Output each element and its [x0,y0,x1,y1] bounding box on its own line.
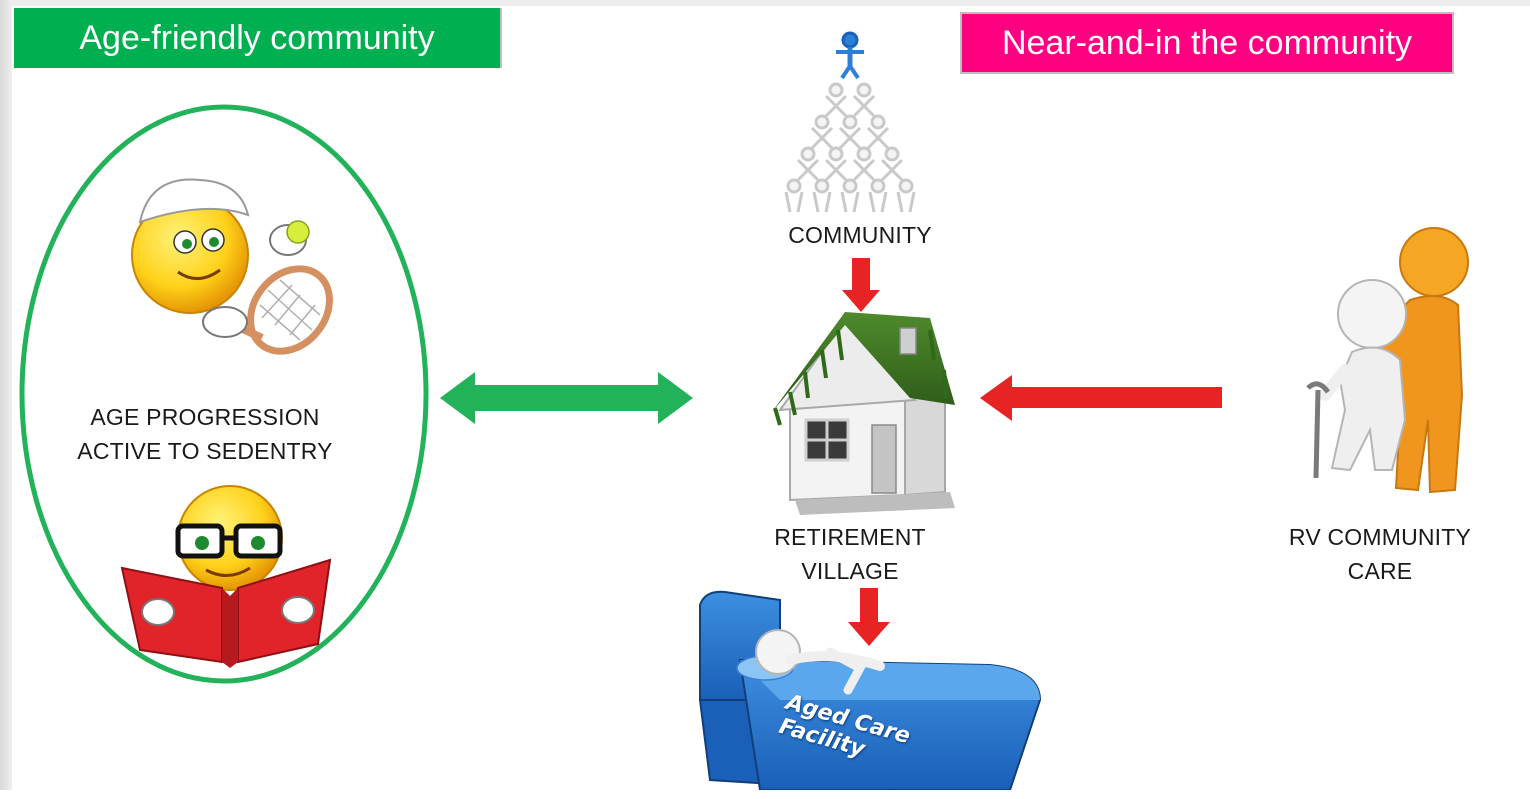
village-agedcare-arrow [848,588,890,646]
bed-icon [698,590,1042,790]
age-progression-line1: AGE PROGRESSION [90,404,320,430]
rv-care-label: RV COMMUNITY CARE [1260,520,1500,588]
top-edge [0,0,1530,6]
community-label: COMMUNITY [788,222,932,248]
house-icon [772,312,955,515]
rv-care-line1: RV COMMUNITY [1288,524,1472,550]
age-friendly-banner: Age-friendly community [14,8,502,68]
rv-care-line2: CARE [1347,558,1413,584]
community-village-arrow [842,258,880,312]
care-village-arrow [980,375,1222,421]
caregiver-icon [1306,227,1469,494]
left-edge [0,0,12,790]
age-ellipse [19,104,429,684]
reading-emoji-icon [120,485,332,668]
human-pyramid-icon [784,31,916,213]
tennis-emoji-icon [131,178,333,355]
age-progression-label: AGE PROGRESSION ACTIVE TO SEDENTRY [60,400,350,468]
retirement-village-line1: RETIREMENT [774,524,926,550]
retirement-village-label: RETIREMENT VILLAGE [740,520,960,588]
age-village-double-arrow [440,372,693,424]
near-community-banner: Near-and-in the community [960,12,1454,74]
retirement-village-line2: VILLAGE [801,558,899,584]
age-progression-line2: ACTIVE TO SEDENTRY [77,438,333,464]
